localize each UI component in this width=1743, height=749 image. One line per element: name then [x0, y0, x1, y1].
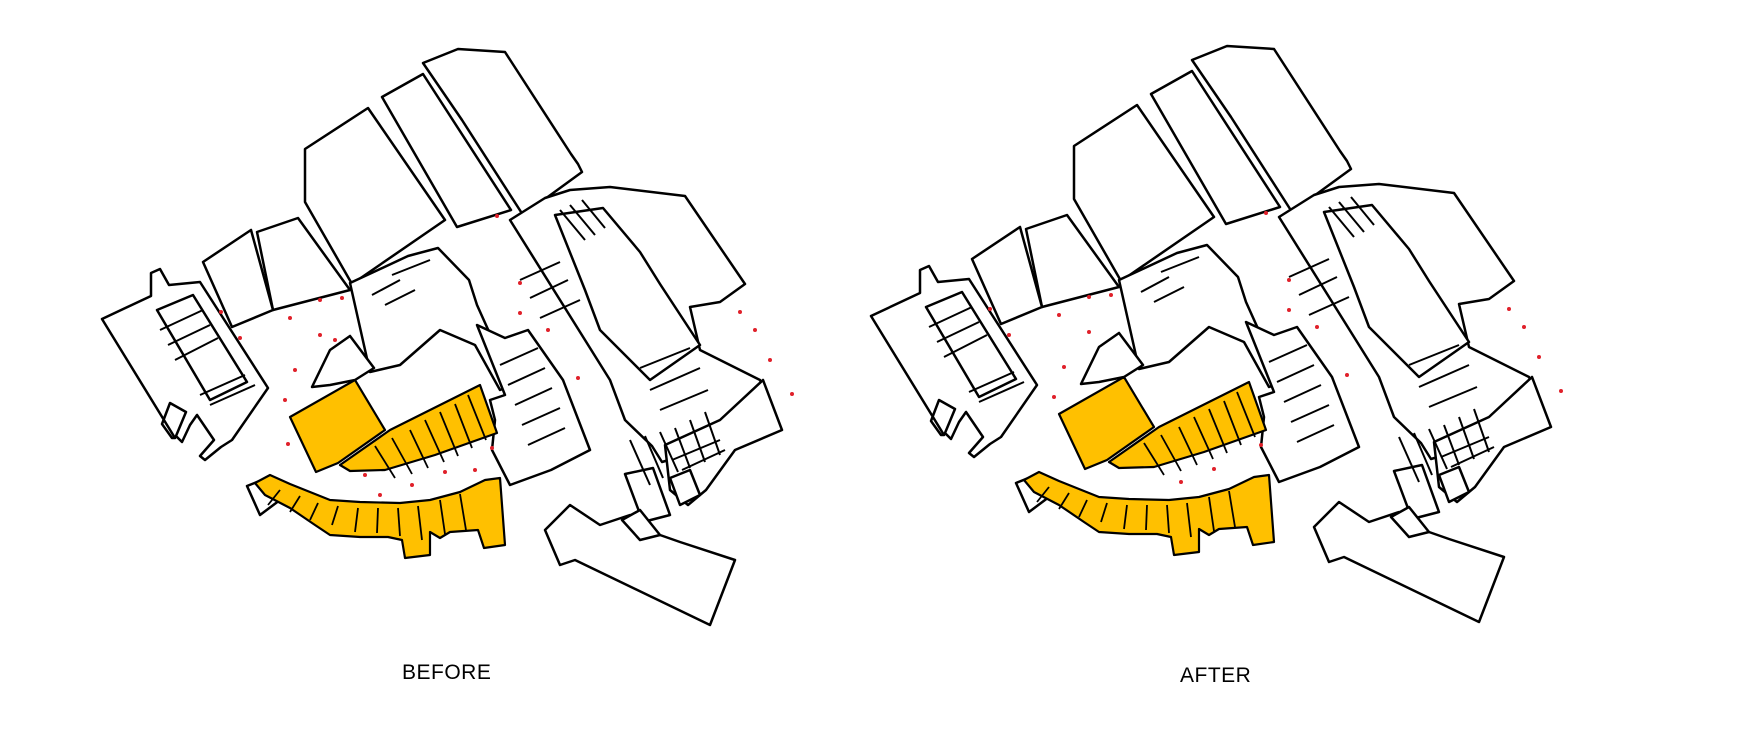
- building: [869, 264, 1039, 459]
- building: [1072, 103, 1216, 283]
- building-footprints: [869, 44, 1553, 624]
- building: [303, 106, 447, 286]
- building: [475, 323, 592, 487]
- building: [1190, 44, 1353, 214]
- highlighted-building: [1022, 470, 1276, 557]
- unit-partitions: [159, 199, 726, 486]
- building: [380, 72, 513, 229]
- before-caption: BEFORE: [402, 661, 492, 684]
- building: [1389, 505, 1431, 539]
- route-markers: [988, 211, 1563, 484]
- highlighted-building: [288, 378, 387, 474]
- route-markers: [219, 214, 794, 497]
- highlighted-units: [1022, 375, 1276, 557]
- unit-partitions: [928, 196, 1495, 483]
- highlighted-building: [1107, 380, 1268, 470]
- building: [1322, 203, 1471, 379]
- building: [1437, 465, 1471, 504]
- building: [620, 508, 662, 542]
- building: [668, 468, 702, 507]
- after-caption: AFTER: [1180, 664, 1252, 687]
- building: [100, 267, 270, 462]
- building: [1149, 69, 1282, 226]
- building-footprints: [100, 47, 784, 627]
- building: [970, 225, 1044, 326]
- highlighted-partitions: [267, 394, 487, 541]
- highlighted-building: [1057, 375, 1156, 471]
- building: [553, 206, 702, 382]
- building: [1312, 500, 1506, 624]
- building: [1024, 213, 1121, 309]
- building: [255, 216, 352, 312]
- highlighted-building: [338, 383, 499, 473]
- highlighted-building: [253, 473, 507, 560]
- highlighted-partitions: [1036, 391, 1256, 538]
- building: [421, 47, 584, 217]
- after-site-plan: [869, 44, 1563, 624]
- before-site-plan: [100, 47, 794, 627]
- building: [201, 228, 275, 329]
- building: [1244, 320, 1361, 484]
- highlighted-units: [253, 378, 507, 560]
- building: [543, 503, 737, 627]
